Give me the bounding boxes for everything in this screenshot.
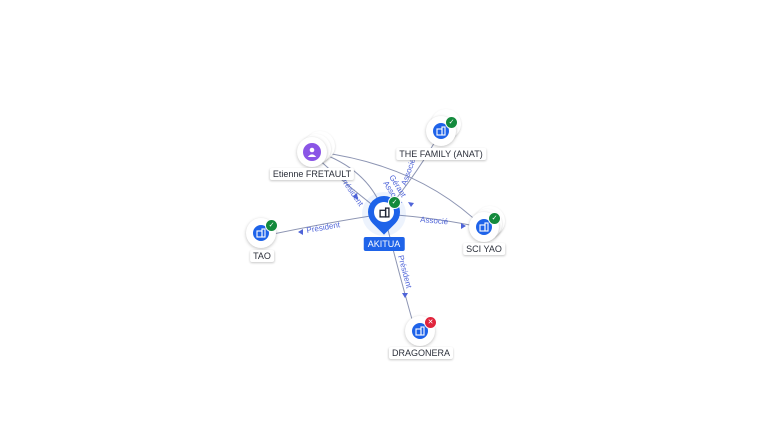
- verified-check-icon: ✓: [265, 219, 278, 232]
- building-icon: [374, 202, 394, 222]
- edge-label-sci-yao: Associé: [420, 215, 449, 226]
- building-icon: [433, 123, 449, 139]
- edge-label-tao: Président: [306, 220, 342, 235]
- node-dragonera[interactable]: ✕: [405, 316, 445, 356]
- node-tao[interactable]: ✓: [246, 218, 286, 258]
- person-icon: [303, 143, 321, 161]
- node-label[interactable]: TAO: [250, 250, 274, 262]
- edge-arrow: [408, 202, 414, 207]
- node-etienne-fretault[interactable]: [297, 131, 337, 173]
- edge-arrow: [353, 193, 358, 200]
- verified-check-icon: ✓: [488, 212, 501, 225]
- node-circle: [469, 212, 499, 242]
- node-the-family-anat[interactable]: ✓: [425, 109, 465, 150]
- edge-arrow: [461, 223, 466, 229]
- center-node-label[interactable]: AKITUA: [363, 237, 405, 251]
- node-sci-yao[interactable]: ✓: [468, 206, 508, 247]
- edge-arrow: [298, 229, 303, 235]
- node-label[interactable]: THE FAMILY (ANAT): [396, 148, 486, 160]
- edge-arrow: [402, 293, 408, 298]
- closed-x-icon: ✕: [424, 316, 437, 329]
- node-label[interactable]: DRAGONERA: [388, 347, 454, 359]
- node-akitua[interactable]: ✓: [361, 189, 407, 238]
- building-icon: [476, 219, 492, 235]
- location-pin-icon: [361, 189, 407, 235]
- node-label[interactable]: Etienne FRETAULT: [269, 168, 355, 180]
- edge-label-family: Associé: [399, 157, 417, 187]
- building-icon: [253, 225, 269, 241]
- node-circle: [297, 137, 327, 167]
- verified-check-icon: ✓: [445, 116, 458, 129]
- verified-check-icon: ✓: [388, 196, 401, 209]
- node-label[interactable]: SCI YAO: [463, 243, 505, 255]
- building-icon: [412, 323, 428, 339]
- edge-etienne-sci-yao: [317, 151, 485, 229]
